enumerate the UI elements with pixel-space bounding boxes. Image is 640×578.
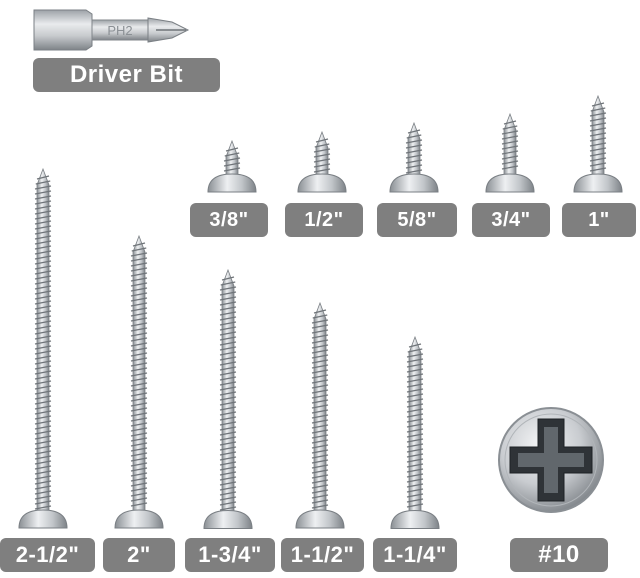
short-screw-3 — [485, 112, 535, 193]
long-screw-1 — [114, 234, 164, 529]
long-label-0: 2-1/2" — [0, 538, 95, 572]
short-label-0: 3/8" — [190, 203, 268, 237]
long-screw-2 — [203, 268, 253, 529]
long-screw-3 — [295, 301, 345, 529]
long-label-3: 1-1/2" — [281, 538, 364, 572]
long-screw-4 — [390, 335, 440, 529]
short-label-2: 5/8" — [377, 203, 457, 237]
short-label-4: 1" — [562, 203, 636, 237]
long-label-4: 1-1/4" — [373, 538, 457, 572]
driver-bit-label: Driver Bit — [33, 58, 220, 92]
bit-marking: PH2 — [107, 23, 132, 38]
short-screw-1 — [297, 130, 347, 193]
phillips-head-closeup — [498, 407, 604, 513]
long-label-1: 2" — [103, 538, 175, 572]
screw-size-label: #10 — [510, 538, 608, 572]
long-label-2: 1-3/4" — [185, 538, 275, 572]
short-screw-2 — [389, 121, 439, 193]
short-screw-0 — [207, 139, 257, 193]
short-label-3: 3/4" — [472, 203, 550, 237]
long-screw-0 — [18, 167, 68, 529]
short-label-1: 1/2" — [285, 203, 363, 237]
driver-bit: PH2 — [33, 9, 190, 51]
short-screw-4 — [573, 94, 623, 193]
